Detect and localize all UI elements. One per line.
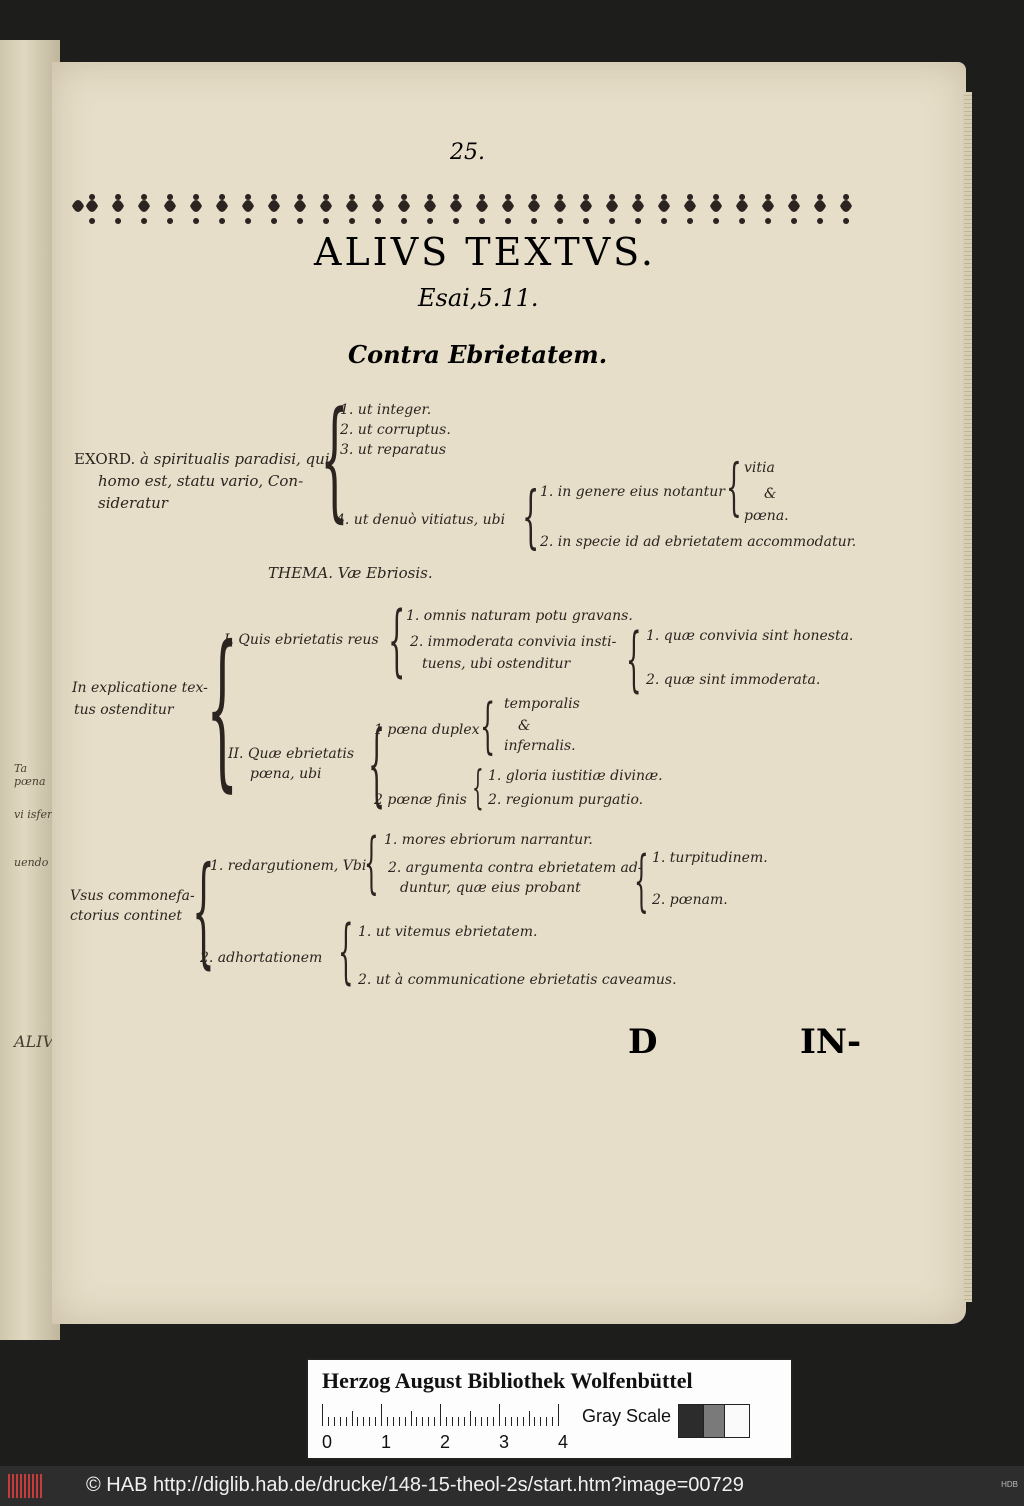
explicatio-label: In explicatione tex- [72, 680, 208, 696]
q1-item: 1. omnis naturam potu gravans. [406, 608, 633, 624]
exordium-line: sideratur [98, 494, 168, 512]
ruler-number: 2 [440, 1432, 451, 1452]
library-name: Herzog August Bibliothek Wolfenbüttel [322, 1368, 693, 1393]
ruler-number: 1 [381, 1432, 392, 1452]
redarg-item: 2. argumenta contra ebrietatem ad- [388, 860, 643, 876]
redarg-item: 1. mores ebriorum narrantur. [384, 832, 593, 848]
duplex-item: & [518, 718, 531, 734]
left-fragment: vi isfere [14, 808, 59, 821]
brace: { [634, 842, 649, 919]
footer-mini: HDB [1001, 1480, 1018, 1489]
ornament-band-icon [72, 194, 852, 224]
page-number: 25. [450, 140, 485, 165]
genere-item: pœna. [744, 508, 789, 524]
usus-label: Vsus commonefa- [70, 888, 195, 904]
viewer-footer: © HAB http://diglib.hab.de/drucke/148-15… [0, 1466, 1024, 1506]
finis-item: 1. gloria iustitiæ divinæ. [488, 768, 663, 784]
book-page: 25. ALIVS TEXTVS. Esai,5.11. Contra Ebri… [52, 62, 972, 1324]
adhortatio: 2. adhortationem [200, 950, 323, 966]
ruler-scale [322, 1404, 572, 1426]
page-edges [964, 92, 972, 1302]
duplex-item: infernalis. [504, 738, 576, 754]
redarg-sub: 2. pœnam. [652, 892, 728, 908]
ruler-number: 0 [322, 1432, 333, 1452]
brace: { [320, 383, 349, 535]
brace: { [206, 610, 239, 808]
specie-text: 2. in specie id ad ebrietatem accommodat… [540, 534, 857, 550]
exordium-line: homo est, statu vario, Con- [98, 472, 304, 490]
q1-sub: 1. quæ convivia sint honesta. [646, 628, 854, 644]
subtitle: Contra Ebrietatem. [348, 340, 608, 369]
explicatio-label: tus ostenditur [74, 702, 174, 718]
redargutio: 1. redargutionem, Vbi [210, 858, 367, 874]
left-fragment: Ta pœna [14, 762, 46, 788]
brace: { [368, 712, 386, 817]
scan-scene: Ta pœna vi isfere uendo ALIVS 25. ALIVS … [0, 0, 1024, 1466]
quaestio-2: II. Quæ ebrietatis [228, 746, 355, 762]
brace: { [522, 478, 540, 557]
brace: { [480, 691, 496, 761]
exordium-line: à spiritualis paradisi, qui [140, 450, 330, 468]
page-title: ALIVS TEXTVS. [314, 230, 656, 274]
exordium-item: 2. ut corruptus. [340, 422, 451, 438]
exordium-label: EXORD. [74, 450, 136, 468]
poenae-finis: 2 pœnæ finis [374, 792, 467, 808]
poena-duplex: 1 pœna duplex [374, 722, 480, 738]
q1-sub: 2. quæ sint immoderata. [646, 672, 821, 688]
gray-scale-label: Gray Scale [582, 1406, 672, 1426]
quaestio-2: pœna, ubi [250, 766, 322, 782]
gray-swatch-dark [678, 1404, 704, 1438]
adhort-item: 2. ut à communicatione ebrietatis caveam… [358, 972, 677, 988]
thema: THEMA. Væ Ebriosis. [268, 564, 433, 582]
q1-item: 2. immoderata convivia insti- [410, 634, 617, 650]
genere-text: 1. in genere eius notantur [540, 484, 725, 500]
redarg-item: duntur, quæ eius probant [400, 880, 581, 896]
redarg-sub: 1. turpitudinem. [652, 850, 768, 866]
adhort-item: 1. ut vitemus ebrietatem. [358, 924, 538, 940]
left-fragment: uendo [14, 856, 49, 869]
brace: { [388, 596, 406, 686]
brace: { [192, 842, 215, 981]
ruler-number: 4 [558, 1432, 569, 1452]
ruler-number: 3 [499, 1432, 510, 1452]
exordium-item: 3. ut reparatus [340, 442, 447, 458]
quaestio-1: I. Quis ebrietatis reus [224, 632, 379, 648]
scripture-reference: Esai,5.11. [418, 284, 539, 312]
brace: { [472, 760, 484, 814]
gray-swatch-mid [703, 1404, 725, 1438]
hab-logo-icon [8, 1474, 44, 1498]
exordium-item: 1. ut integer. [340, 402, 432, 418]
brace: { [726, 450, 742, 523]
finis-item: 2. regionum purgatio. [488, 792, 644, 808]
usus-label: ctorius continet [70, 908, 183, 924]
brace: { [626, 618, 642, 700]
genere-item: vitia [744, 460, 775, 476]
brace: { [364, 824, 379, 901]
exordium-item: 4. ut denuò vitiatus, ubi [336, 512, 506, 528]
brace: { [338, 910, 354, 992]
genere-item: & [764, 486, 777, 502]
signature-mark: D [628, 1022, 658, 1062]
library-label-card: Herzog August Bibliothek Wolfenbüttel 0 … [306, 1358, 793, 1460]
duplex-item: temporalis [504, 696, 580, 712]
q1-item: tuens, ubi ostenditur [422, 656, 571, 672]
catchword: IN- [800, 1022, 862, 1062]
gray-swatch-light [724, 1404, 750, 1438]
footer-url[interactable]: © HAB http://diglib.hab.de/drucke/148-15… [86, 1474, 744, 1496]
left-page-edge: Ta pœna vi isfere uendo ALIVS [0, 40, 65, 1340]
